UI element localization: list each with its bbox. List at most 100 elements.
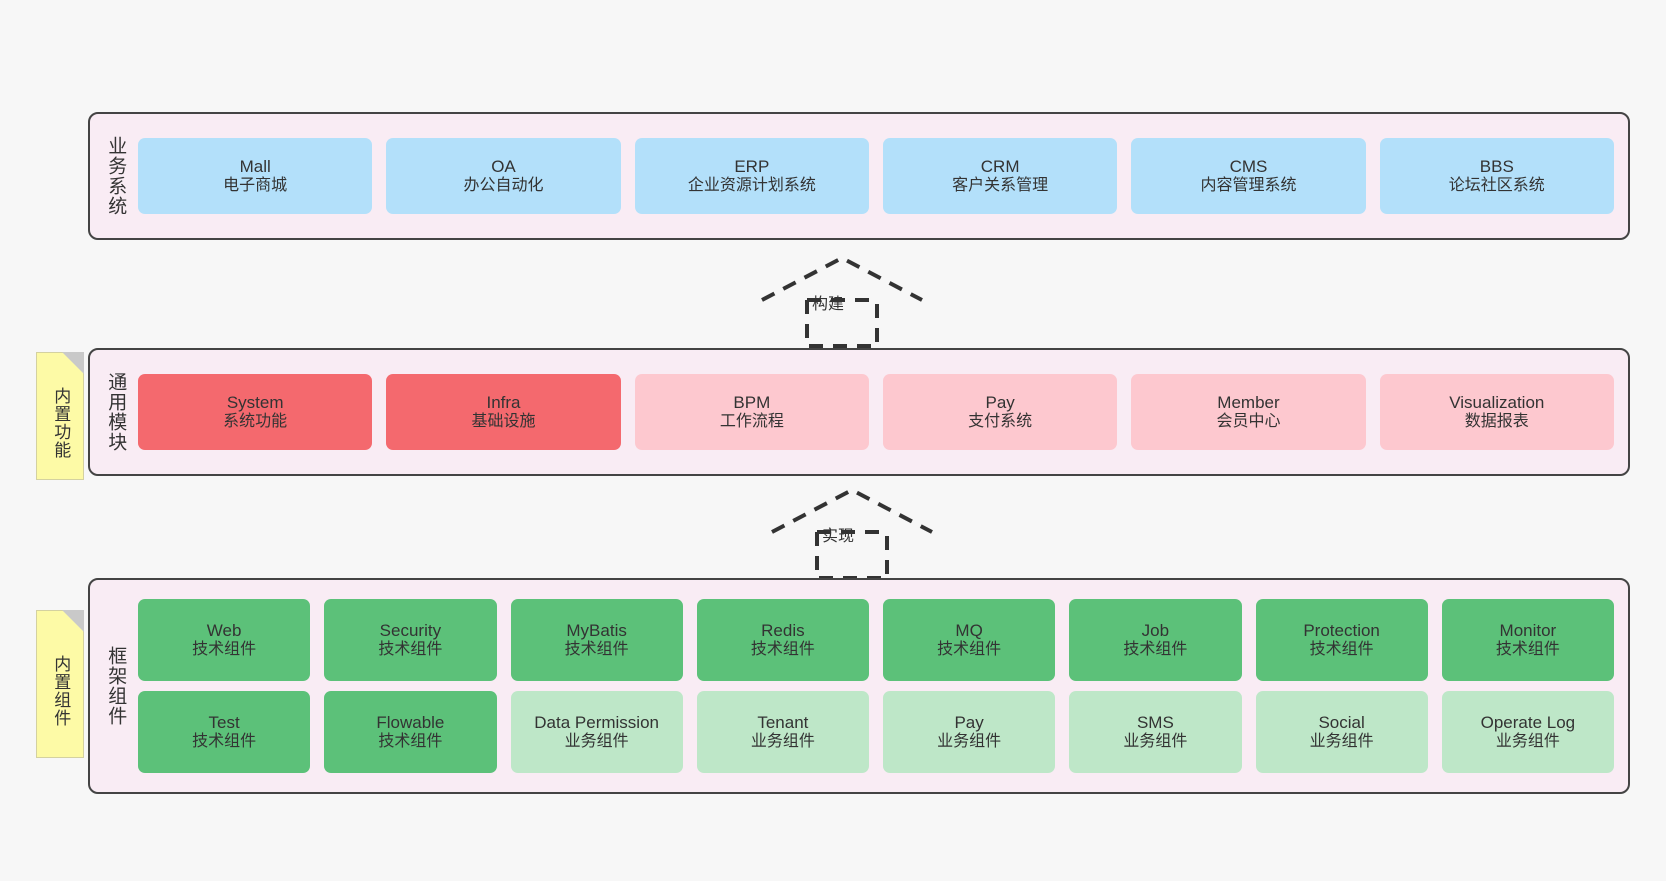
module-title: Mall — [239, 157, 271, 177]
module-subtitle: 技术组件 — [192, 732, 257, 750]
module-title: CMS — [1229, 157, 1268, 177]
module-box-protection[interactable]: Protection 技术组件 — [1255, 599, 1428, 681]
box-row: Mall 电子商城 OA 办公自动化 ERP 企业资源计划系统 CRM 客户关系… — [138, 138, 1614, 214]
module-title: Pay — [954, 713, 984, 733]
module-title: MQ — [955, 621, 983, 641]
module-box-oa[interactable]: OA 办公自动化 — [386, 138, 621, 214]
module-box-cms[interactable]: CMS 内容管理系统 — [1131, 138, 1366, 214]
module-title: ERP — [734, 157, 770, 177]
layer-label-text: 框架组件 — [105, 646, 127, 726]
module-box-tenant[interactable]: Tenant 业务组件 — [696, 691, 869, 773]
module-box-social[interactable]: Social 业务组件 — [1255, 691, 1428, 773]
layer-body-business-system: Mall 电子商城 OA 办公自动化 ERP 企业资源计划系统 CRM 客户关系… — [130, 114, 1628, 238]
layer-framework-component[interactable]: 框架组件 Web 技术组件 Security 技术组件 MyBatis 技术组件… — [88, 578, 1630, 794]
module-title: Test — [208, 713, 240, 733]
module-subtitle: 办公自动化 — [463, 176, 544, 194]
module-subtitle: 技术组件 — [937, 640, 1002, 658]
sticky-note-builtin-function[interactable]: 内置功能 — [36, 352, 84, 480]
module-subtitle: 业务组件 — [750, 732, 815, 750]
module-subtitle: 技术组件 — [564, 640, 629, 658]
module-box-pay[interactable]: Pay 支付系统 — [882, 374, 1118, 450]
module-box-member[interactable]: Member 会员中心 — [1131, 374, 1366, 450]
module-subtitle: 技术组件 — [1309, 640, 1374, 658]
module-title: Monitor — [1499, 621, 1557, 641]
box-row: System 系统功能 Infra 基础设施 BPM 工作流程 Pay 支付系统… — [138, 374, 1614, 450]
box-row: Test 技术组件 Flowable 技术组件 Data Permission … — [138, 691, 1614, 773]
layer-label-text: 业务系统 — [105, 136, 127, 216]
module-subtitle: 技术组件 — [750, 640, 815, 658]
layer-body-framework-component: Web 技术组件 Security 技术组件 MyBatis 技术组件 Redi… — [130, 580, 1628, 792]
module-title: Social — [1318, 713, 1365, 733]
module-box-job[interactable]: Job 技术组件 — [1069, 599, 1242, 681]
layer-label-text: 通用模块 — [105, 372, 127, 452]
module-title: System — [226, 393, 284, 413]
module-box-mybatis[interactable]: MyBatis 技术组件 — [510, 599, 683, 681]
module-title: Protection — [1303, 621, 1380, 641]
module-title: Web — [206, 621, 242, 641]
sticky-note-builtin-component[interactable]: 内置组件 — [36, 610, 84, 758]
module-subtitle: 内容管理系统 — [1200, 176, 1297, 194]
module-title: CRM — [980, 157, 1020, 177]
module-subtitle: 工作流程 — [719, 412, 784, 430]
module-box-system[interactable]: System 系统功能 — [138, 374, 373, 450]
module-title: SMS — [1136, 713, 1174, 733]
module-title: Tenant — [757, 713, 809, 733]
module-subtitle: 业务组件 — [1495, 732, 1560, 750]
module-box-erp[interactable]: ERP 企业资源计划系统 — [634, 138, 869, 214]
module-title: Member — [1217, 393, 1280, 413]
module-title: Security — [379, 621, 442, 641]
module-subtitle: 业务组件 — [564, 732, 629, 750]
module-subtitle: 业务组件 — [1123, 732, 1188, 750]
module-box-test[interactable]: Test 技术组件 — [138, 691, 311, 773]
module-subtitle: 技术组件 — [378, 732, 443, 750]
module-subtitle: 业务组件 — [1309, 732, 1374, 750]
module-subtitle: 支付系统 — [968, 412, 1033, 430]
module-box-operate-log[interactable]: Operate Log 业务组件 — [1441, 691, 1614, 773]
module-box-crm[interactable]: CRM 客户关系管理 — [882, 138, 1118, 214]
module-box-bbs[interactable]: BBS 论坛社区系统 — [1379, 138, 1614, 214]
module-box-mq[interactable]: MQ 技术组件 — [883, 599, 1056, 681]
module-box-visualization[interactable]: Visualization 数据报表 — [1379, 374, 1614, 450]
module-subtitle: 技术组件 — [378, 640, 443, 658]
layer-label-framework-component: 框架组件 — [90, 580, 130, 792]
module-box-infra[interactable]: Infra 基础设施 — [386, 374, 621, 450]
module-title: Visualization — [1449, 393, 1545, 413]
sticky-note-label: 内置组件 — [51, 655, 71, 727]
module-subtitle: 会员中心 — [1216, 412, 1281, 430]
module-title: Pay — [985, 393, 1015, 413]
module-box-web[interactable]: Web 技术组件 — [138, 599, 311, 681]
module-subtitle: 数据报表 — [1464, 412, 1529, 430]
layer-body-common-module: System 系统功能 Infra 基础设施 BPM 工作流程 Pay 支付系统… — [130, 350, 1628, 474]
module-box-flowable[interactable]: Flowable 技术组件 — [324, 691, 497, 773]
module-title: BPM — [733, 393, 771, 413]
module-title: BBS — [1479, 157, 1514, 177]
module-box-mall[interactable]: Mall 电子商城 — [138, 138, 373, 214]
module-subtitle: 技术组件 — [1123, 640, 1188, 658]
module-box-bpm[interactable]: BPM 工作流程 — [634, 374, 869, 450]
layer-label-business-system: 业务系统 — [90, 114, 130, 238]
module-title: Operate Log — [1480, 713, 1576, 733]
connector-build-label: 构建 — [812, 296, 845, 313]
module-box-data-permission[interactable]: Data Permission 业务组件 — [510, 691, 683, 773]
module-subtitle: 企业资源计划系统 — [687, 176, 816, 194]
module-subtitle: 电子商城 — [223, 176, 288, 194]
module-subtitle: 技术组件 — [192, 640, 257, 658]
module-title: Data Permission — [534, 713, 659, 733]
module-title: MyBatis — [566, 621, 627, 641]
module-box-monitor[interactable]: Monitor 技术组件 — [1441, 599, 1614, 681]
module-box-pay-business[interactable]: Pay 业务组件 — [883, 691, 1056, 773]
module-box-security[interactable]: Security 技术组件 — [324, 599, 497, 681]
module-box-redis[interactable]: Redis 技术组件 — [696, 599, 869, 681]
module-subtitle: 基础设施 — [471, 412, 536, 430]
module-subtitle: 业务组件 — [937, 732, 1002, 750]
layer-business-system[interactable]: 业务系统 Mall 电子商城 OA 办公自动化 ERP 企业资源计划系统 CRM — [88, 112, 1630, 240]
layer-common-module[interactable]: 通用模块 System 系统功能 Infra 基础设施 BPM 工作流程 Pay — [88, 348, 1630, 476]
sticky-note-label: 内置功能 — [51, 387, 71, 459]
module-box-sms[interactable]: SMS 业务组件 — [1069, 691, 1242, 773]
module-subtitle: 技术组件 — [1495, 640, 1560, 658]
module-title: OA — [491, 157, 516, 177]
module-title: Job — [1141, 621, 1170, 641]
module-title: Flowable — [376, 713, 445, 733]
connector-implement-label: 实现 — [822, 528, 855, 545]
